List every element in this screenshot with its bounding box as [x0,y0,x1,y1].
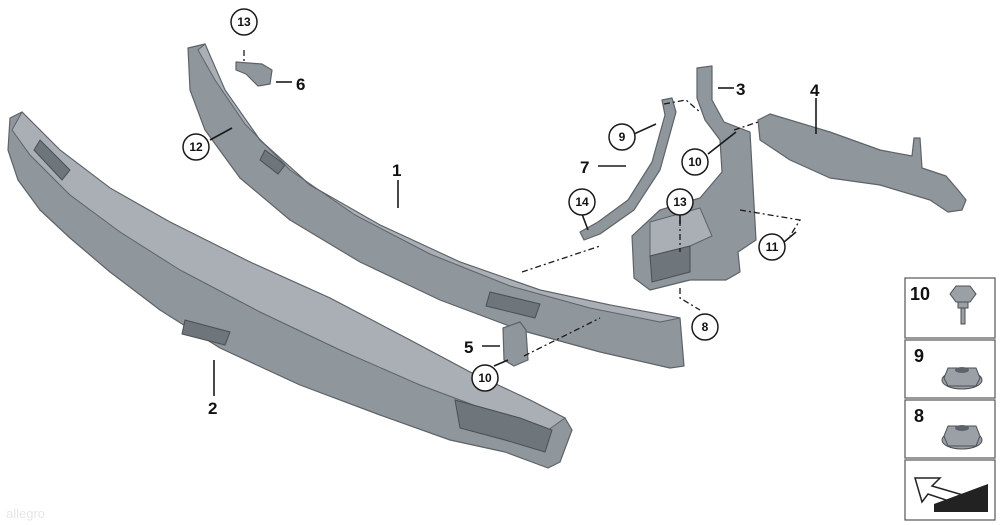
legend-item-8: 8 [904,399,996,459]
svg-text:10: 10 [688,155,702,169]
svg-text:11: 11 [766,240,779,254]
carrier-beam-part-1 [187,43,685,369]
absorber-beam-part-2 [7,111,573,469]
svg-text:10: 10 [478,371,492,385]
callout-10-lower: 10 [471,364,499,392]
svg-text:9: 9 [914,346,924,366]
legend-item-9: 9 [904,339,996,399]
label-part-4: 4 [810,81,820,100]
watermark: allegro [6,506,45,521]
svg-text:13: 13 [673,195,687,209]
svg-text:9: 9 [619,130,626,144]
hex-flange-nut-icon [941,367,983,390]
callout-9: 9 [608,123,636,151]
legend-item-10: 10 [904,277,996,339]
label-part-1: 1 [392,161,401,180]
side-bracket-part-4 [757,113,967,213]
strut-part-7 [579,97,677,241]
svg-text:14: 14 [575,195,589,209]
label-part-3: 3 [736,80,745,99]
callout-10-upper: 10 [681,148,709,176]
svg-text:8: 8 [702,320,709,334]
svg-text:10: 10 [910,284,930,304]
callout-13-top: 13 [230,8,258,36]
callout-11: 11 [758,233,786,261]
hex-flange-nut-icon [941,425,983,450]
connection-lines [243,50,802,357]
svg-text:13: 13 [237,15,251,29]
bracket-assembly-part-3 [631,65,757,291]
plate-part-5 [502,321,529,367]
direction-arrow-icon [914,477,988,512]
label-part-2: 2 [208,399,217,418]
callout-8: 8 [691,313,719,341]
label-part-6: 6 [296,75,305,94]
hex-flange-bolt-icon [949,285,977,325]
callout-12: 12 [182,133,210,161]
label-part-5: 5 [464,338,473,357]
small-bracket-part-6 [235,61,273,87]
svg-text:12: 12 [189,140,203,154]
callout-13-middle: 13 [666,188,694,216]
legend-item-arrow [904,459,996,521]
svg-text:8: 8 [914,406,924,426]
legend-panel: 10 9 8 [904,277,996,521]
label-part-7: 7 [580,158,589,177]
callout-14: 14 [568,188,596,216]
